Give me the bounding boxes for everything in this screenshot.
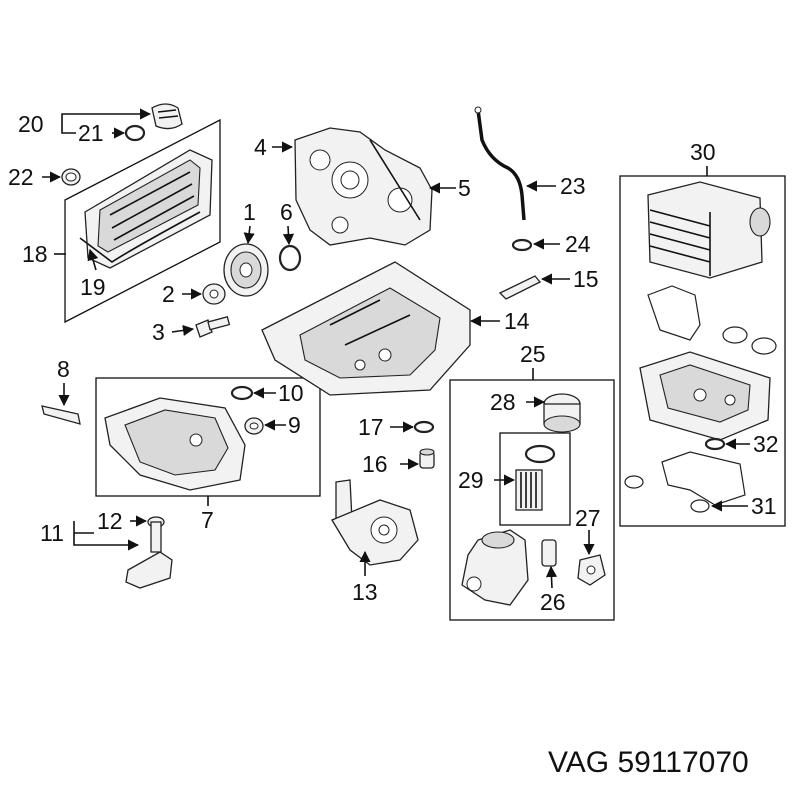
callout-15: 15 bbox=[573, 266, 599, 292]
callout-23: 23 bbox=[560, 173, 586, 199]
callout-4: 4 bbox=[254, 134, 267, 160]
callout-24: 24 bbox=[565, 231, 591, 257]
callout-32: 32 bbox=[753, 431, 779, 457]
bolt bbox=[195, 316, 231, 338]
callout-9: 9 bbox=[288, 412, 301, 438]
o-ring-24 bbox=[511, 238, 533, 252]
filter-element-29 bbox=[515, 444, 556, 511]
callout-27: 27 bbox=[575, 505, 601, 531]
oil-cooler bbox=[647, 181, 771, 279]
gasket-26 bbox=[541, 539, 557, 567]
timing-cover bbox=[294, 127, 433, 246]
callout-6: 6 bbox=[280, 199, 293, 225]
front-seal bbox=[278, 244, 302, 272]
ring-10 bbox=[230, 385, 254, 401]
callout-13: 13 bbox=[352, 579, 378, 605]
o-ring-32 bbox=[704, 437, 726, 451]
breather-hose bbox=[151, 103, 183, 130]
box-valve-cover-group bbox=[64, 118, 221, 324]
crank-pulley bbox=[223, 243, 269, 297]
callout-14: 14 bbox=[504, 308, 530, 334]
seal-ring-21 bbox=[124, 124, 146, 142]
callout-16: 16 bbox=[362, 451, 388, 477]
cooler-housing bbox=[639, 351, 771, 441]
callout-25: 25 bbox=[520, 341, 546, 367]
leader-lines bbox=[42, 108, 750, 589]
gasket-31 bbox=[624, 451, 746, 513]
callout-22: 22 bbox=[8, 164, 34, 190]
gasket-27 bbox=[577, 554, 606, 586]
callout-2: 2 bbox=[162, 281, 175, 307]
callout-1: 1 bbox=[243, 199, 256, 225]
part-number-caption: VAG 59117070 bbox=[548, 746, 749, 779]
filter-cap-28 bbox=[543, 393, 581, 433]
callout-31: 31 bbox=[751, 493, 777, 519]
filter-housing bbox=[461, 529, 529, 606]
valve-cover bbox=[79, 149, 213, 269]
oil-level-sensor bbox=[125, 516, 173, 589]
oil-pan bbox=[104, 397, 246, 491]
dipstick-tube bbox=[474, 106, 526, 221]
callout-3: 3 bbox=[152, 319, 165, 345]
box-oil-filter-group bbox=[449, 379, 615, 621]
sealant-tube-15 bbox=[498, 275, 542, 300]
upper-oil-pan bbox=[261, 261, 471, 396]
box-filter-element-group bbox=[499, 432, 571, 526]
plug-16 bbox=[419, 448, 435, 469]
callout-26: 26 bbox=[540, 589, 566, 615]
callout-7: 7 bbox=[201, 507, 214, 533]
callout-11: 11 bbox=[40, 520, 64, 546]
oil-pump bbox=[331, 479, 419, 566]
callout-5: 5 bbox=[458, 175, 471, 201]
callout-20: 20 bbox=[18, 111, 44, 137]
drain-plug-9 bbox=[244, 417, 264, 435]
callout-28: 28 bbox=[490, 389, 516, 415]
callout-21: 21 bbox=[78, 120, 104, 146]
cooler-gaskets bbox=[647, 285, 777, 355]
callout-12: 12 bbox=[97, 508, 123, 534]
callout-10: 10 bbox=[278, 380, 304, 406]
callout-30: 30 bbox=[690, 139, 716, 165]
callout-8: 8 bbox=[57, 356, 70, 382]
callout-19: 19 bbox=[80, 274, 106, 300]
cap-22 bbox=[61, 168, 81, 186]
callout-29: 29 bbox=[458, 467, 484, 493]
box-oil-cooler-group bbox=[619, 175, 786, 527]
washer bbox=[202, 283, 226, 305]
sealant-tube-8 bbox=[41, 405, 81, 425]
callout-18: 18 bbox=[22, 241, 48, 267]
ring-17 bbox=[413, 420, 435, 434]
callout-17: 17 bbox=[358, 414, 384, 440]
